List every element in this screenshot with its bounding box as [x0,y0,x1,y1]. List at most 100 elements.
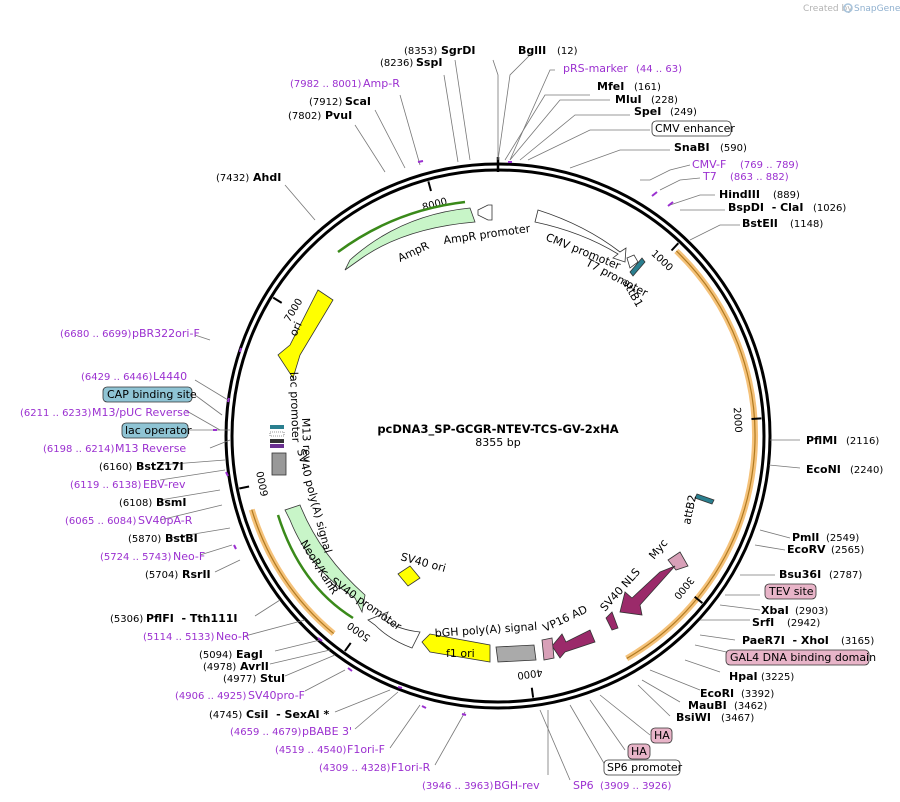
t7-promoter-arrow [626,254,639,269]
enzyme-eagi-pos: (5094) [199,650,232,661]
enzyme-bsmi-pos: (6108) [119,498,152,509]
enzyme-spei-pos: (249) [670,107,697,118]
primer-neo-f: Neo-F [173,550,205,563]
enzyme-csii-pos: (4745) [209,710,242,721]
primer-sp6: SP6 [573,779,594,792]
enzyme-avrii-pos: (4978) [203,662,236,673]
enzyme-maubi: MauBI [688,699,727,712]
enzyme-pflfi-pos: (5306) [110,614,143,625]
enzyme-pvui-pos: (7802) [288,111,321,122]
primer-m13puc-reverse: M13/pUC Reverse [92,406,190,419]
feature-label-m13-rev: M13 rev [299,418,314,463]
orf-arcs [248,248,758,662]
feature-label-vp16-ad: VP16 AD [541,603,590,635]
feature-label-ampr: AmpR [396,239,432,265]
enzyme-bsteii-pos: (1148) [790,219,823,230]
tick-label: 3000 [671,574,696,601]
enzyme-hpai: HpaI [729,670,758,683]
enzyme-bglii: BglII [518,44,546,57]
enzyme-avrii: AvrII [240,660,269,673]
enzyme-bsmi: BsmI [156,496,187,509]
enzyme-paer7i-xhoi: PaeR7I - XhoI [742,634,829,647]
enzyme-bglii-pos: (12) [557,46,578,57]
credit-text: Created by [803,4,853,14]
cmv-promoter-arrow [534,209,627,263]
enzyme-spei: SpeI [634,105,661,118]
enzyme-pflfi-tth111i: PflFI - Tth111I [146,612,238,625]
boxlabel-tev-site: TEV site [768,585,814,598]
feature-label-attb2: attB2 [680,494,699,526]
enzyme-pflmi: PflMI [806,434,837,447]
boxlabel-gal4-dbd: GAL4 DNA binding domain [730,651,876,664]
lac-promoter-mark [270,425,284,429]
ampr-arrow [344,207,476,271]
enzyme-sspi-pos: (8236) [380,58,413,69]
f1-ori-arrow [421,633,491,663]
attb2-marker [694,493,715,505]
enzyme-maubi-pos: (3462) [734,701,767,712]
box-cmv-enhancer [651,120,732,137]
primer-m13-reverse-pos: (6198 .. 6214) [43,444,115,455]
boxlabel-ha-1: HA [654,729,670,742]
primer-cmv-f: CMV-F [692,158,726,171]
feature-label-ori: ori [287,320,305,338]
tick-label: 2000 [731,407,744,433]
box-sp6-promoter [603,759,681,776]
sv40-nls-arrow [619,565,676,616]
primer-f1ori-f: F1ori-F [347,743,385,756]
enzyme-ahdi-pos: (7432) [216,173,249,184]
enzyme-mfei: MfeI [597,80,624,93]
bgh-polya-box [495,644,537,663]
primer-sv40pro-f: SV40pro-F [248,689,305,702]
tick-mark [530,687,535,698]
enzyme-econi-pos: (2240) [850,465,883,476]
ampr-orf-line [337,200,466,254]
primer-f1ori-f-pos: (4519 .. 4540) [275,745,347,756]
enzyme-bsu36i: Bsu36I [779,568,821,581]
primer-ebv-rev-pos: (6119 .. 6138) [70,480,142,491]
primer-amp-r: Amp-R [363,77,400,90]
primer-m13puc-reverse-pos: (6211 .. 6233) [20,408,92,419]
enzyme-pmli-pos: (2549) [826,533,859,544]
box-lac-operator [121,422,189,439]
enzyme-ecori-pos: (3392) [741,689,774,700]
primer-pbabe3-pos: (4659 .. 4679) [230,727,302,738]
primer-ebv-rev: EBV-rev [143,478,186,491]
box-ha-2 [627,743,651,760]
enzyme-mlui-pos: (228) [651,95,678,106]
primer-bgh-rev: BGH-rev [494,779,540,792]
enzyme-bsiwi: BsiWI [676,711,711,724]
enzyme-xbai-pos: (2903) [795,606,828,617]
enzyme-ecorv-pos: (2565) [831,545,864,556]
primer-prs-marker: pRS-marker [563,62,628,75]
enzyme-sspi: SspI [416,56,442,69]
primer-l4440-pos: (6429 .. 6446) [81,372,153,383]
brand-text: SnapGene [854,4,900,14]
enzyme-labels-right: BglII (12) MfeI (161) MluI (228) SpeI (2… [518,44,883,724]
boxlabel-cmv-enhancer: CMV enhancer [655,122,735,135]
enzyme-hpai-pos: (3225) [761,672,794,683]
box-cap-binding-site [102,386,193,403]
snapgene-logo-icon [843,3,853,13]
enzyme-sgrdi-pos: (8353) [404,46,437,57]
primer-t7-pos: (863 .. 882) [730,172,789,183]
enzyme-scai-pos: (7912) [309,97,342,108]
enzyme-stui-pos: (4977) [223,674,256,685]
enzyme-hindiii: HindIII [719,188,760,201]
enzyme-scai: ScaI [345,95,371,108]
enzyme-stui: StuI [260,672,285,685]
tick-mark [344,642,352,652]
tick-mark [694,595,704,604]
enzyme-pvui: PvuI [325,109,352,122]
enzyme-bstbi: BstBI [165,532,198,545]
enzyme-mlui: MluI [615,93,642,106]
primer-l4440: L4440 [153,370,187,383]
enzyme-bstbi-pos: (5870) [128,534,161,545]
leader-lines [159,54,801,781]
orf-line-neo [251,509,335,635]
box-ha-1 [650,727,673,744]
sv40-promoter-arrow [367,611,421,649]
tick-mark [751,417,762,421]
tick-label: 1000 [649,248,675,273]
